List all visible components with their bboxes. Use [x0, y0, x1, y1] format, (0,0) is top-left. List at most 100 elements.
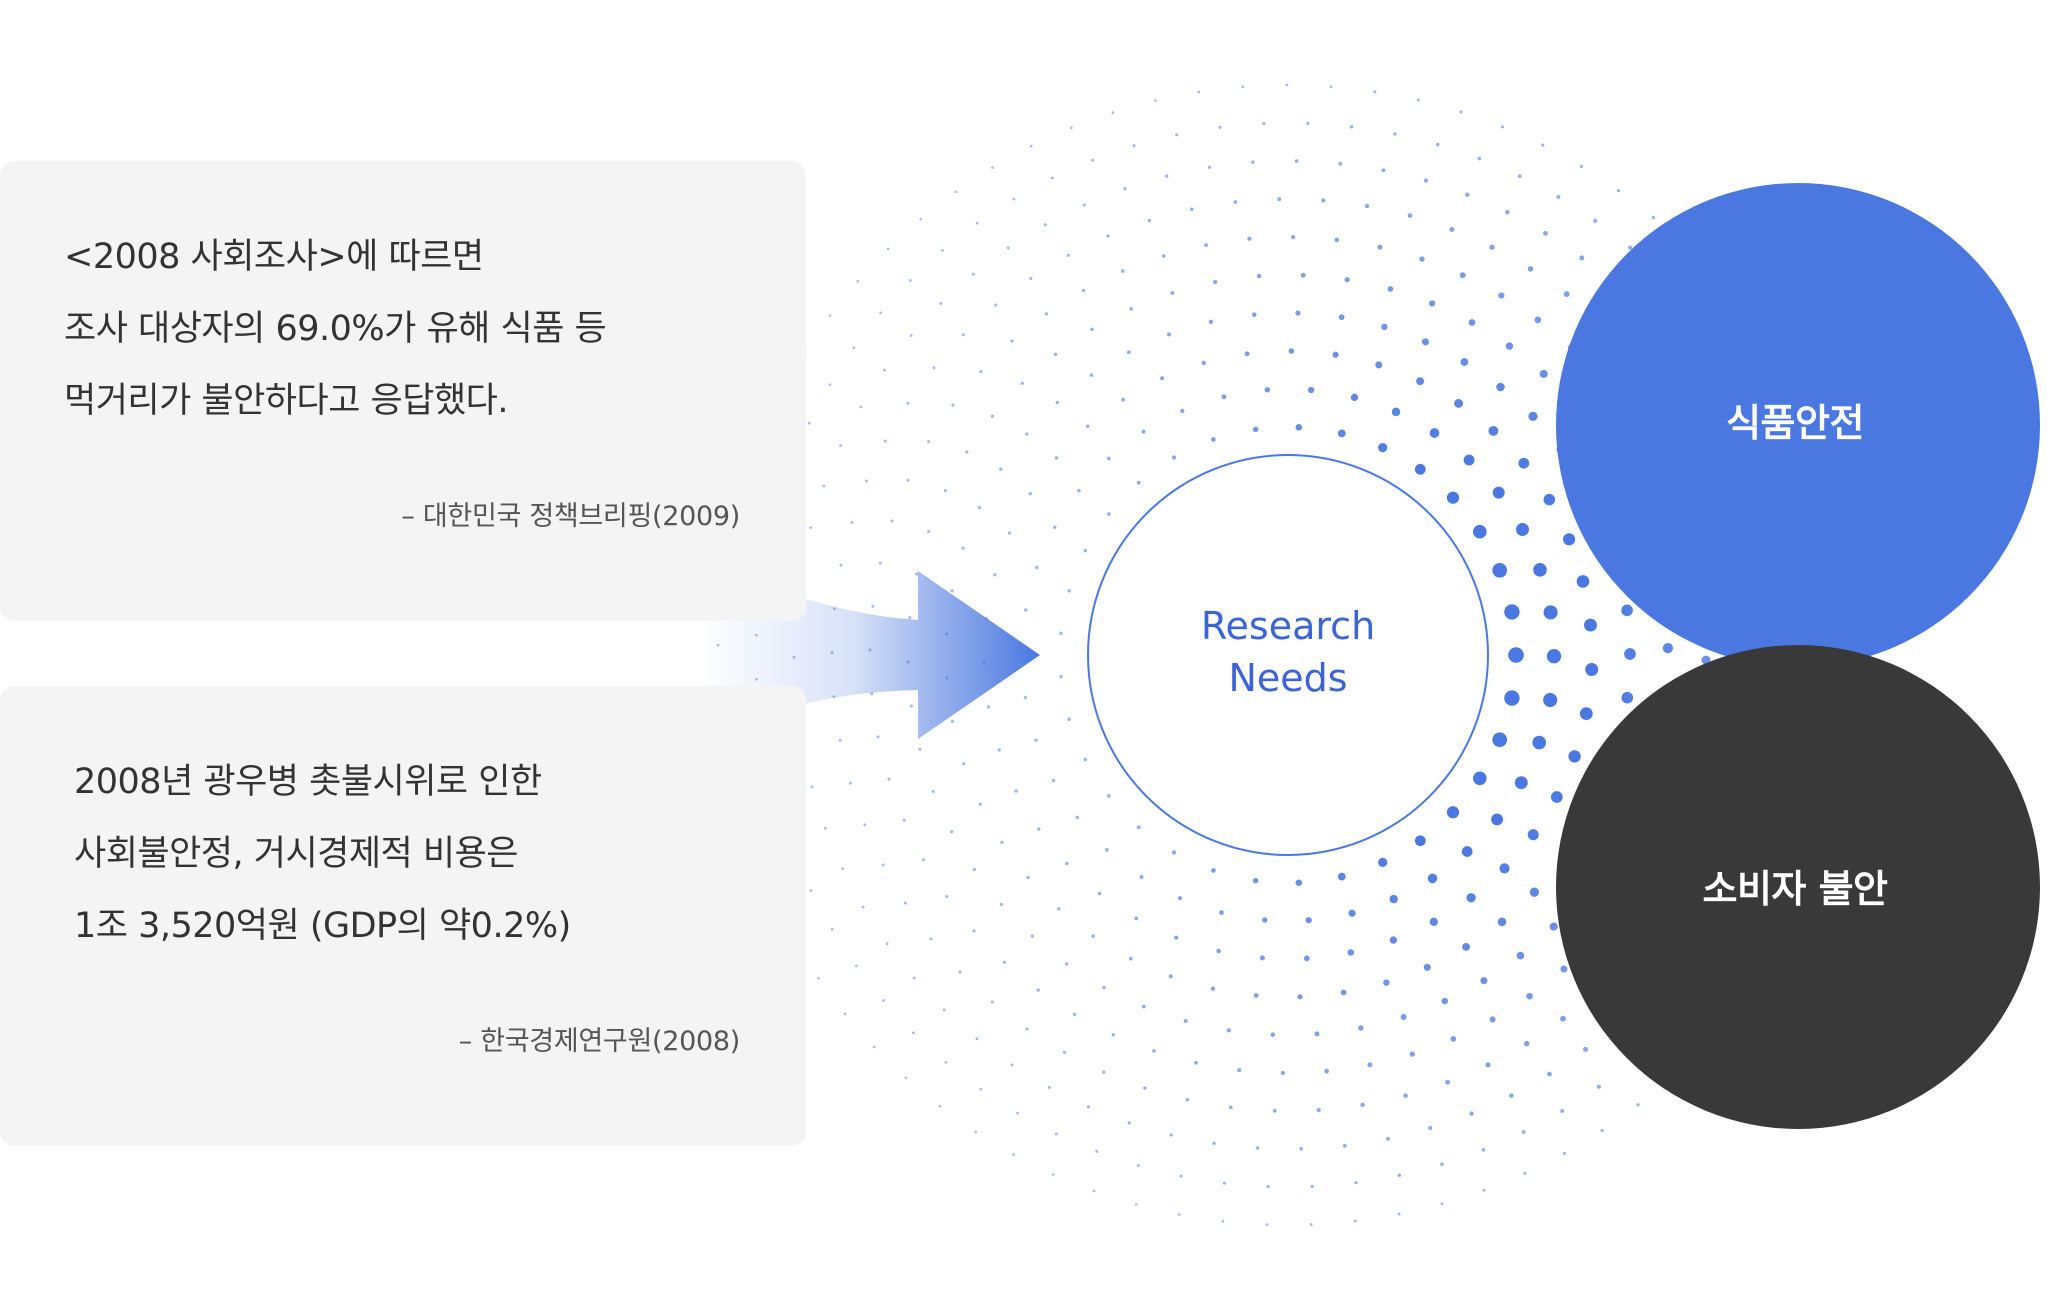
dot: [1237, 1068, 1242, 1073]
dot: [1194, 1060, 1198, 1065]
dot: [1340, 989, 1347, 996]
dot: [993, 573, 997, 577]
dot: [1139, 875, 1144, 879]
dot: [1002, 960, 1007, 964]
dot: [1579, 707, 1593, 720]
dot: [1329, 85, 1333, 89]
dot: [1290, 234, 1296, 240]
dot: [1154, 99, 1157, 102]
dot: [810, 785, 814, 789]
dot: [1106, 512, 1111, 516]
survey-card: <2008 사회조사>에 따르면 조사 대상자의 69.0%가 유해 식품 등 …: [0, 161, 806, 621]
survey-line-3: 먹거리가 불안하다고 응답했다.: [64, 381, 508, 421]
dot: [1077, 488, 1081, 493]
dot: [1387, 286, 1394, 292]
dot: [1414, 463, 1426, 475]
dot: [879, 311, 882, 315]
dot: [1233, 200, 1238, 204]
dot: [1025, 1027, 1029, 1031]
dot: [961, 546, 965, 550]
dot: [1136, 825, 1141, 830]
dot: [906, 478, 910, 482]
dot: [1305, 917, 1312, 924]
dot: [994, 303, 998, 307]
dot: [972, 867, 976, 872]
survey-line-1: <2008 사회조사>에 따르면: [64, 237, 484, 277]
dot: [990, 1000, 994, 1004]
dot: [1489, 244, 1495, 250]
dot: [1429, 300, 1436, 307]
dot: [1435, 142, 1440, 147]
dot: [1127, 1121, 1131, 1125]
dot: [1354, 1180, 1358, 1185]
dot: [1010, 339, 1014, 343]
dot: [1454, 398, 1464, 408]
dot: [1461, 846, 1473, 857]
dot: [1521, 1130, 1526, 1134]
dot: [999, 467, 1003, 471]
research-label-line-2: Needs: [1228, 656, 1348, 700]
dot: [1428, 1125, 1433, 1131]
dot: [1465, 192, 1470, 197]
dot: [1167, 332, 1171, 337]
dot: [1314, 1031, 1320, 1037]
dot: [1091, 158, 1095, 162]
dot: [1393, 132, 1397, 136]
dot: [1197, 90, 1201, 94]
dot: [843, 1012, 847, 1015]
dot: [1662, 642, 1674, 654]
dot: [945, 894, 949, 899]
dot: [1169, 1133, 1173, 1137]
dot: [1348, 909, 1356, 917]
dot: [828, 314, 832, 317]
dot: [1596, 1084, 1601, 1089]
dot: [904, 1076, 908, 1080]
dot: [961, 333, 965, 337]
dot: [1389, 936, 1398, 944]
dot: [1342, 1143, 1347, 1148]
dot: [975, 1037, 979, 1041]
dot: [1505, 342, 1514, 350]
dot: [830, 651, 834, 655]
dot: [990, 414, 995, 418]
dot: [1378, 443, 1388, 453]
dot: [1134, 916, 1139, 921]
dot: [890, 519, 894, 523]
dot: [1216, 948, 1221, 954]
dot: [1023, 695, 1028, 700]
dot: [984, 616, 988, 621]
dot: [1280, 1070, 1286, 1076]
dot: [975, 221, 979, 225]
dot: [1358, 1025, 1364, 1031]
dot: [1397, 1212, 1401, 1216]
dot: [1052, 525, 1057, 530]
dot: [839, 444, 842, 447]
dot: [944, 1061, 948, 1064]
dot: [1549, 922, 1558, 931]
dot: [1386, 1136, 1390, 1141]
dot: [1212, 1141, 1216, 1146]
dot: [1445, 1079, 1451, 1085]
dot: [1485, 1062, 1491, 1068]
research-label-line-1: Research: [1200, 604, 1376, 648]
dot: [1459, 272, 1466, 279]
dot: [1449, 227, 1455, 232]
dot: [979, 369, 983, 374]
dot: [1251, 160, 1255, 164]
dot: [1024, 608, 1028, 612]
dot: [1044, 312, 1049, 316]
dot: [1505, 210, 1510, 215]
dot: [1106, 456, 1111, 461]
dot: [1006, 246, 1010, 250]
cost-card: 2008년 광우병 촛불시위로 인한 사회불안정, 거시경제적 비용은 1조 3…: [0, 686, 806, 1146]
dot: [1252, 426, 1259, 433]
dot: [1105, 848, 1109, 852]
dot: [1241, 85, 1245, 89]
dot: [997, 748, 1001, 752]
dot: [1579, 164, 1584, 168]
dot: [1036, 988, 1040, 992]
dot: [1337, 429, 1346, 438]
dot: [1560, 1015, 1566, 1022]
dot: [950, 588, 954, 593]
